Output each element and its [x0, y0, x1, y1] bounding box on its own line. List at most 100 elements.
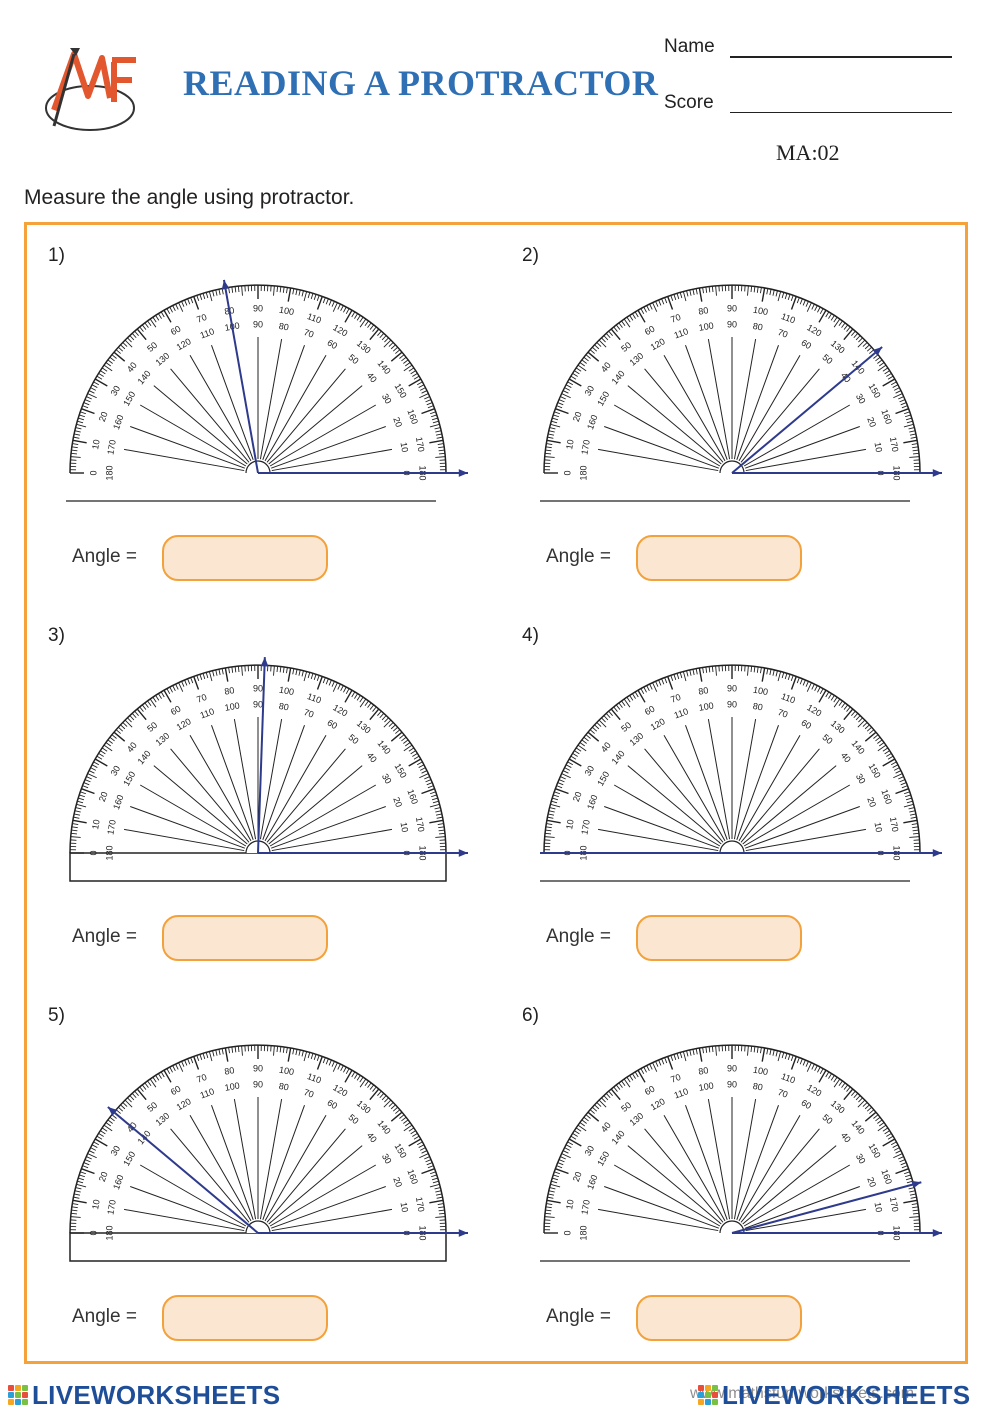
- score-line[interactable]: [730, 112, 952, 113]
- scale-label-inner: 80: [278, 1081, 290, 1093]
- scale-label-inner: 110: [673, 326, 690, 340]
- scale-tick: [562, 770, 569, 774]
- scale-tick: [615, 704, 621, 710]
- site-url[interactable]: www.mathsfun.worksheets.com: [690, 1385, 915, 1402]
- scale-ray: [266, 748, 346, 843]
- scale-tick: [166, 308, 171, 315]
- scale-tick: [634, 1071, 639, 1078]
- scale-tick: [753, 1046, 756, 1053]
- scale-tick: [895, 390, 902, 394]
- scale-tick: [390, 724, 396, 730]
- scale-tick: [298, 669, 301, 676]
- problems-frame: [24, 222, 968, 1364]
- name-field[interactable]: Name: [664, 36, 952, 58]
- scale-tick: [661, 298, 665, 305]
- scale-tick: [70, 1216, 81, 1218]
- scale-tick: [756, 286, 759, 293]
- scale-tick: [359, 698, 367, 708]
- scale-tick: [438, 452, 446, 455]
- protractor-base-box: [69, 1232, 447, 1262]
- name-label: Name: [664, 36, 715, 57]
- scale-tick: [911, 443, 918, 445]
- scale-ray: [271, 828, 393, 852]
- scale-tick: [692, 1049, 695, 1056]
- scale-ray: [742, 765, 837, 845]
- scale-tick: [418, 764, 425, 768]
- scale-tick: [900, 1162, 907, 1166]
- scale-tick: [574, 750, 580, 755]
- scale-tick: [877, 1119, 883, 1124]
- scale-tick: [94, 1138, 108, 1147]
- scale-tick: [325, 678, 329, 685]
- scale-tick: [887, 1135, 894, 1140]
- scale-label-inner: 160: [111, 793, 126, 811]
- scale-tick: [74, 1193, 81, 1196]
- scale-tick: [122, 1102, 128, 1107]
- scale-tick: [546, 443, 553, 445]
- scale-tick: [410, 1130, 416, 1135]
- angle-label: Angle =: [72, 1306, 137, 1327]
- name-line[interactable]: [730, 56, 952, 58]
- angle-answer-box[interactable]: [636, 1295, 802, 1341]
- scale-tick: [575, 1127, 582, 1132]
- angle-answer-box[interactable]: [636, 535, 802, 581]
- scale-tick: [431, 797, 438, 801]
- scale-tick: [585, 354, 591, 359]
- scale-tick: [337, 303, 341, 310]
- scale-ray: [270, 426, 386, 469]
- scale-tick: [131, 1092, 137, 1099]
- scale-label-outer: 40: [599, 740, 613, 754]
- scale-tick: [91, 384, 98, 388]
- scale-tick: [761, 1047, 766, 1062]
- scale-tick: [181, 301, 185, 307]
- scale-ray: [644, 748, 724, 843]
- scale-tick: [359, 1078, 367, 1088]
- scale-tick: [390, 351, 403, 362]
- scale-tick: [825, 311, 830, 318]
- scale-tick: [75, 807, 82, 810]
- scale-tick: [899, 399, 906, 403]
- scale-tick: [574, 370, 580, 375]
- scale-ray: [270, 806, 386, 849]
- scale-label-outer: 30: [583, 764, 597, 778]
- scale-tick: [377, 330, 382, 336]
- angle-answer-box[interactable]: [162, 535, 328, 581]
- scale-tick: [862, 1102, 868, 1107]
- scale-tick: [96, 1135, 103, 1140]
- footer-brand-left: LIVEWORKSHEETS: [8, 1380, 280, 1410]
- scale-tick: [544, 1212, 552, 1215]
- scale-tick: [747, 285, 749, 296]
- scale-tick: [698, 287, 703, 302]
- angle-answer-box[interactable]: [636, 915, 802, 961]
- scale-tick: [107, 1119, 113, 1124]
- scale-label-outer: 150: [392, 382, 408, 400]
- scale-tick: [544, 456, 555, 458]
- scale-ray: [123, 828, 245, 852]
- scale-tick: [322, 297, 326, 304]
- score-field[interactable]: Score: [664, 92, 952, 114]
- scale-tick: [775, 1050, 778, 1057]
- angle-answer-box[interactable]: [162, 1295, 328, 1341]
- scale-tick: [882, 1138, 896, 1147]
- scale-tick: [545, 829, 552, 832]
- scale-tick: [392, 346, 399, 352]
- scale-tick: [603, 335, 609, 341]
- scale-tick: [568, 758, 582, 767]
- scale-label-inner: 10: [399, 441, 411, 453]
- scale-tick: [193, 296, 200, 310]
- scale-tick: [196, 295, 200, 302]
- scale-tick: [781, 1052, 785, 1059]
- scale-ray: [663, 354, 726, 462]
- scale-tick: [893, 393, 903, 399]
- angle-answer-box[interactable]: [162, 915, 328, 961]
- scale-tick: [828, 1073, 833, 1079]
- scale-tick: [583, 736, 589, 742]
- scale-tick: [401, 356, 407, 362]
- scale-tick: [843, 1084, 849, 1090]
- scale-tick: [80, 791, 87, 795]
- scale-tick: [421, 390, 428, 394]
- scale-tick: [438, 1206, 445, 1209]
- scale-ray: [627, 765, 722, 845]
- scale-tick: [623, 318, 631, 328]
- scale-tick: [805, 1061, 809, 1067]
